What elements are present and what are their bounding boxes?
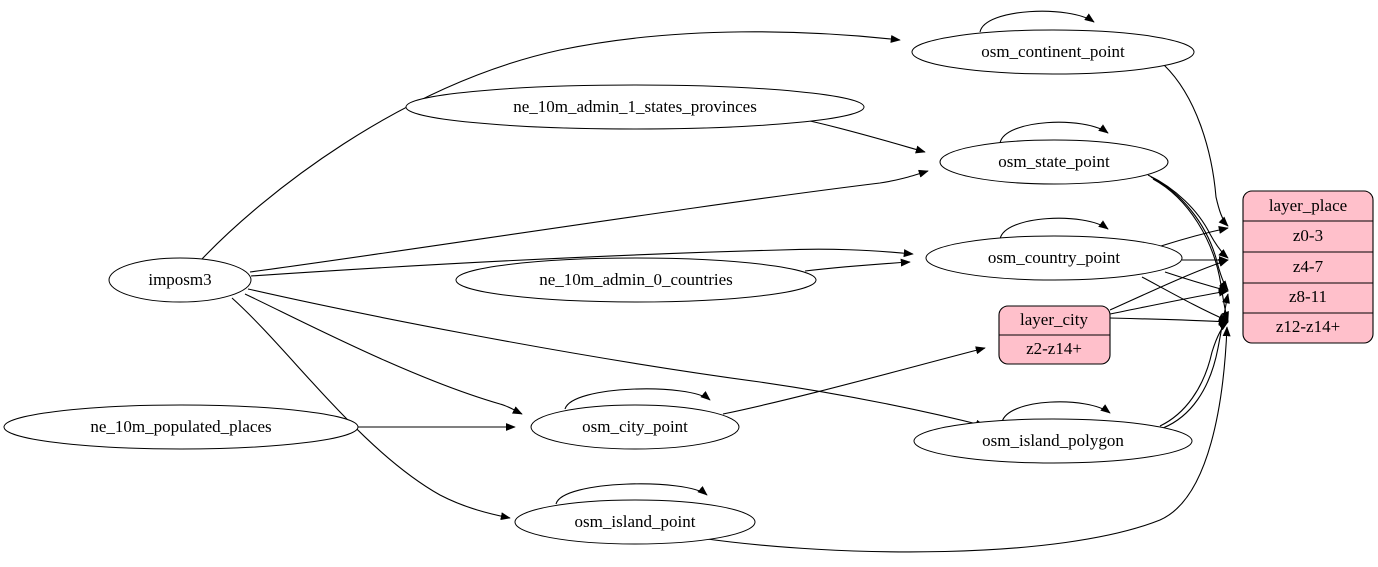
record-background[interactable] — [1242, 190, 1374, 344]
node-ne_10m_admin_1_states_provinces[interactable]: ne_10m_admin_1_states_provinces — [405, 84, 865, 130]
node-label: osm_state_point — [998, 152, 1110, 171]
node-label: osm_city_point — [582, 417, 688, 436]
node-shape[interactable] — [939, 139, 1169, 185]
edge-selfloop-osm_state_point — [999, 121, 1109, 144]
node-shape[interactable] — [913, 418, 1193, 464]
edge-osm_island_polygon-layer_place-z12-z14 — [1159, 321, 1229, 427]
record-layer_city[interactable]: layer_city z2-z14+ — [998, 305, 1111, 365]
edge-osm_state_point-layer_place-z12-z14 — [1152, 178, 1229, 322]
record-row-header: layer_city — [1020, 310, 1088, 329]
node-layer: imposm3 ne_10m_admin_1_states_provinces … — [3, 29, 1195, 545]
edge-ne_states-osm_state_point — [809, 120, 926, 154]
node-label: osm_island_polygon — [982, 431, 1124, 450]
record-row-z8-11[interactable]: z8-11 — [1289, 287, 1327, 306]
node-label: ne_10m_admin_0_countries — [539, 270, 733, 289]
node-shape[interactable] — [108, 257, 252, 303]
edge-osm_continent_point-layer_place-z0-3 — [1163, 64, 1229, 227]
edge-selfloop-osm_continent_point — [979, 10, 1095, 33]
record-row-z2-z14[interactable]: z2-z14+ — [1026, 339, 1082, 358]
edge-layer — [201, 10, 1231, 553]
edge-osm_city_point-layer_city-z2-z14 — [722, 346, 986, 415]
edge-osm_country_point-layer_place-z12-z14 — [1141, 276, 1229, 322]
node-label: osm_continent_point — [981, 42, 1125, 61]
edge-layer_city-layer_place-alt1 — [1109, 288, 1229, 315]
edge-osm_country_point-layer_place-z0-3 — [1160, 226, 1229, 247]
node-label: ne_10m_populated_places — [90, 417, 271, 436]
node-osm_continent_point[interactable]: osm_continent_point — [911, 29, 1195, 75]
edge-selfloop-osm_island_point — [555, 483, 708, 505]
edge-imposm3-osm_island_polygon — [247, 288, 986, 428]
edge-layer_city-layer_place-z12-z14 — [1109, 317, 1229, 326]
node-label: imposm3 — [148, 270, 211, 289]
edge-ne_countries-osm_country_point — [804, 258, 911, 272]
node-shape[interactable] — [925, 235, 1183, 281]
edge-osm_island_point-layer_place-z12-z14 — [699, 326, 1231, 553]
edge-imposm3-osm_island_point — [231, 297, 511, 521]
edge-imposm3-osm_state_point — [249, 169, 929, 273]
node-osm_country_point[interactable]: osm_country_point — [925, 235, 1183, 281]
edge-selfloop-osm_country_point — [999, 217, 1109, 240]
node-shape[interactable] — [514, 499, 756, 545]
edge-selfloop-osm_city_point — [564, 388, 711, 410]
edge-osm_island_polygon-layer_place-z8-11 — [1162, 293, 1230, 429]
edge-imposm3-osm_country_point — [250, 248, 914, 277]
node-osm_city_point[interactable]: osm_city_point — [530, 404, 740, 450]
node-shape[interactable] — [530, 404, 740, 450]
record-layer: layer_city z2-z14+ layer_place z0-3 z4-7… — [998, 190, 1374, 365]
edge-osm_state_point-layer_place-z8-11 — [1150, 176, 1229, 291]
node-ne_10m_populated_places[interactable]: ne_10m_populated_places — [3, 404, 359, 450]
record-row-header: layer_place — [1269, 196, 1347, 215]
node-osm_state_point[interactable]: osm_state_point — [939, 139, 1169, 185]
edge-selfloop-osm_island_polygon — [1001, 401, 1111, 423]
node-ne_10m_admin_0_countries[interactable]: ne_10m_admin_0_countries — [455, 257, 817, 303]
node-osm_island_polygon[interactable]: osm_island_polygon — [913, 418, 1193, 464]
node-osm_island_point[interactable]: osm_island_point — [514, 499, 756, 545]
edge-layer_city-layer_place-alt2 — [1109, 259, 1229, 311]
record-row-z4-7[interactable]: z4-7 — [1293, 257, 1324, 276]
node-imposm3[interactable]: imposm3 — [108, 257, 252, 303]
node-shape[interactable] — [911, 29, 1195, 75]
record-row-z0-3[interactable]: z0-3 — [1293, 226, 1323, 245]
edge-imposm3-osm_city_point — [244, 293, 523, 415]
node-label: osm_country_point — [988, 248, 1120, 267]
node-shape[interactable] — [455, 257, 817, 303]
node-shape[interactable] — [405, 84, 865, 130]
edge-imposm3-osm_continent_point — [201, 31, 901, 260]
record-row-z12-z14[interactable]: z12-z14+ — [1276, 317, 1340, 336]
node-label: ne_10m_admin_1_states_provinces — [513, 97, 757, 116]
record-layer_place[interactable]: layer_place z0-3 z4-7 z8-11 z12-z14+ — [1242, 190, 1374, 344]
node-shape[interactable] — [3, 404, 359, 450]
node-label: osm_island_point — [575, 512, 696, 531]
edge-osm_state_point-layer_place-z4-7 — [1147, 174, 1229, 259]
